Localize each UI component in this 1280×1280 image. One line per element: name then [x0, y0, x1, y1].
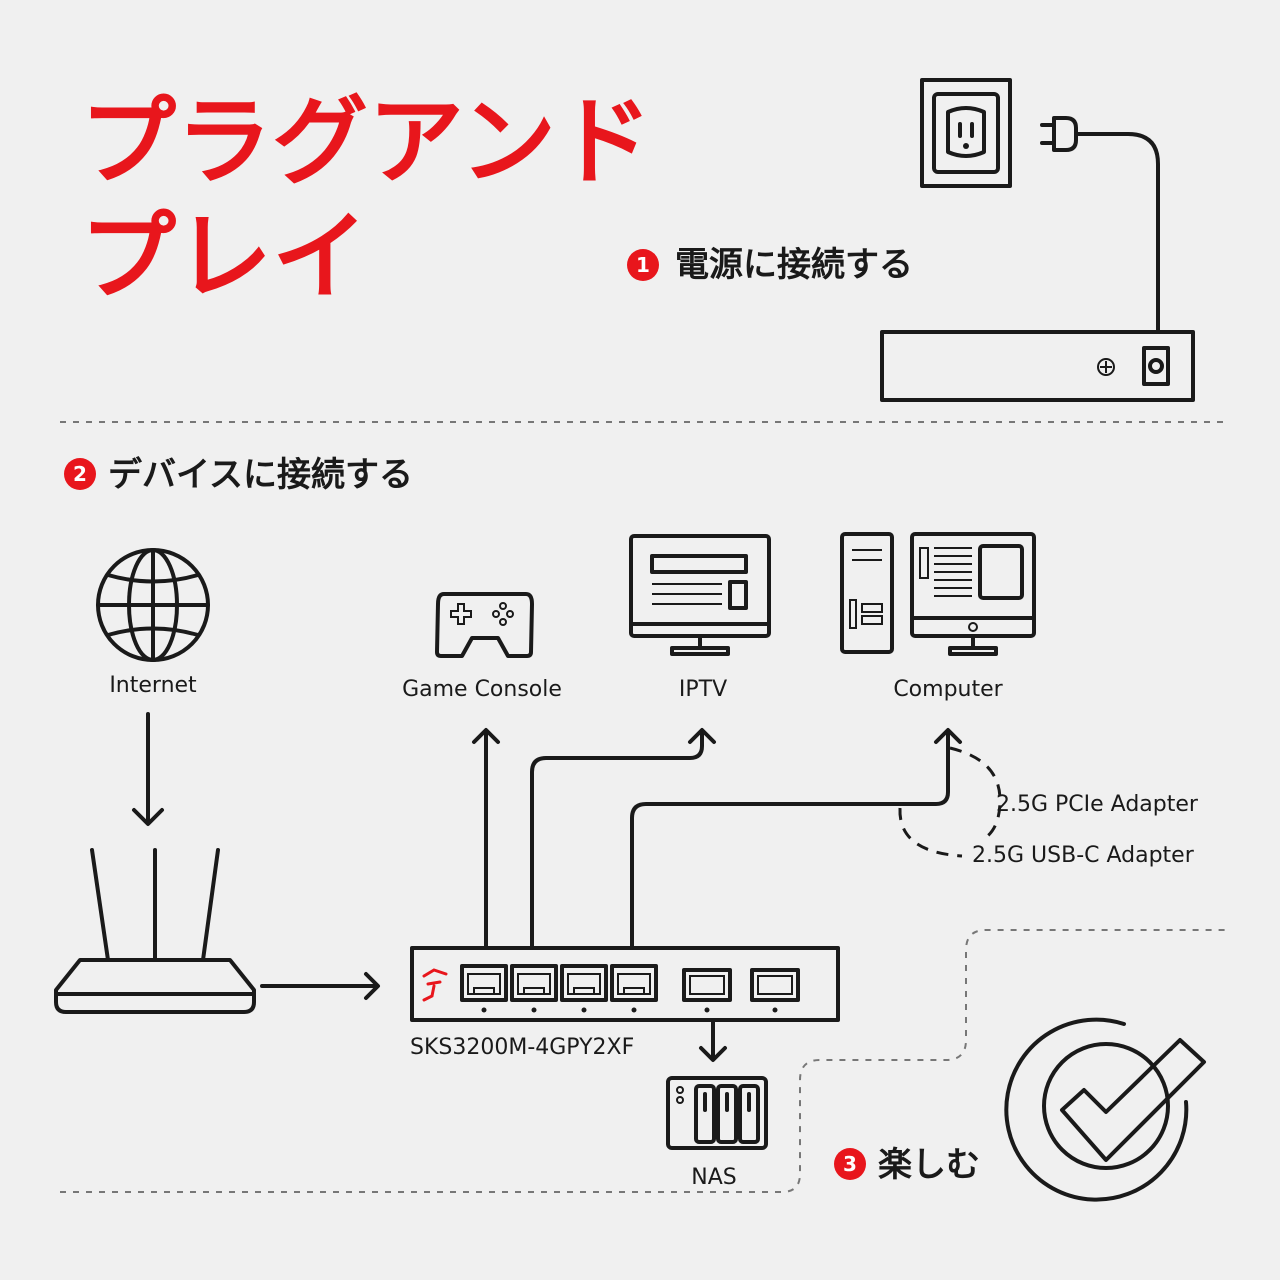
nas-icon [666, 1076, 768, 1150]
power-plug-icon [1040, 116, 1160, 334]
usbc-adapter-connector [898, 807, 963, 858]
step-2-number: 2 [73, 462, 87, 486]
nas-label: NAS [691, 1165, 736, 1190]
ethernet-ports [460, 964, 658, 1013]
tv-icon [629, 534, 771, 656]
arrow-switch-to-nas [699, 1020, 727, 1062]
desktop-computer-icon [840, 532, 1036, 656]
game-controller-icon [435, 592, 534, 658]
title-line-1: プラグアンド [80, 86, 652, 198]
pcie-adapter-connector [949, 746, 1002, 842]
switch-rear-view [880, 330, 1195, 402]
title-line-2: プレイ [80, 201, 368, 313]
arrow-internet-to-router [132, 712, 164, 826]
link-switch-to-iptv [530, 728, 716, 948]
arrow-router-to-switch [260, 972, 380, 1000]
sfp-ports [682, 968, 800, 1013]
internet-label: Internet [109, 673, 197, 698]
step-2-badge [64, 458, 96, 490]
game-console-label: Game Console [402, 677, 562, 702]
globe-icon [96, 548, 210, 662]
step-1-badge [627, 249, 659, 281]
step-3: 3 楽しむ [834, 1145, 980, 1185]
step-1-number: 1 [636, 253, 650, 277]
step-2: 2 デバイスに接続する [64, 455, 413, 495]
router-icon [54, 848, 256, 1014]
step-3-region-border [60, 929, 1225, 1193]
power-outlet-icon [920, 78, 1012, 188]
step-1-text: 電源に接続する [675, 245, 913, 285]
step-3-badge [834, 1148, 866, 1180]
usbc-adapter-label: 2.5G USB-C Adapter [972, 843, 1195, 868]
network-switch-icon [410, 946, 840, 1022]
step-3-text: 楽しむ [878, 1145, 980, 1185]
brand-logo-icon [422, 968, 448, 1002]
link-switch-to-computer [630, 728, 962, 948]
pcie-adapter-label: 2.5G PCIe Adapter [996, 792, 1199, 817]
computer-label: Computer [893, 677, 1003, 702]
step-3-number: 3 [843, 1152, 857, 1176]
check-circle-icon [1004, 1017, 1206, 1202]
step-2-text: デバイスに接続する [108, 455, 413, 495]
switch-model-label: SKS3200M-4GPY2XF [410, 1035, 634, 1060]
link-switch-to-game-console [472, 728, 500, 948]
step-1: 1 電源に接続する [627, 245, 913, 285]
iptv-label: IPTV [679, 677, 727, 702]
